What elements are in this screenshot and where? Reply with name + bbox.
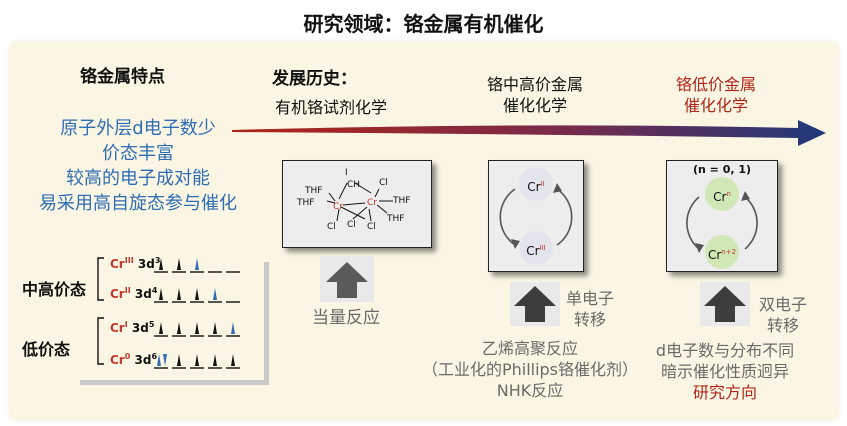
ligand-label: Cl: [347, 220, 356, 230]
stage1-caption: 当量反应: [312, 308, 380, 328]
stage3-box: (n = 0, 1) Crn Crn+2: [666, 160, 778, 272]
stage2-up-arrow: [510, 282, 560, 326]
feature-item: 易采用高自旋态参与催化: [39, 193, 237, 214]
metal-label: Cr: [333, 202, 343, 212]
ligand-label: THF: [296, 198, 314, 208]
ligand-label: THF: [304, 186, 322, 196]
cycle-node-bottom: Crn+2: [705, 235, 739, 269]
research-direction: 研究方向: [692, 383, 757, 402]
orbital-diagram: [154, 258, 240, 369]
stage3-notes: d电子数与分布不同暗示催化性质迥异 研究方向: [640, 340, 810, 403]
feature-item: 原子外层d电子数少: [60, 118, 216, 139]
stage3-title: 铬低价金属催化化学: [675, 75, 756, 115]
feature-item: 价态丰富: [102, 143, 174, 164]
ligand-label: CH: [347, 180, 360, 190]
stage1-box: THF THF I CH Cr Cr Cl Cl Cl Cl THF THF: [282, 160, 432, 248]
ligand-label: Cl: [327, 222, 336, 232]
stage1-up-arrow: [320, 256, 374, 302]
config-row: CrII 3d4: [110, 286, 158, 301]
valence-label-high: 中高价态: [22, 280, 87, 299]
timeline-arrow: [232, 120, 826, 146]
stage3-up-arrow: [700, 282, 750, 326]
ligand-label: I: [345, 168, 348, 178]
stage3-arrow-label: 双电子转移: [758, 295, 807, 335]
stage1-title: 有机铬试剂化学: [275, 98, 388, 117]
valence-label-low: 低价态: [22, 340, 71, 359]
ligand-label: Cl: [379, 178, 388, 188]
config-row: CrIII 3d3: [110, 256, 161, 271]
stage2-box: CrII CrIII: [488, 160, 584, 272]
n-note: (n = 0, 1): [692, 163, 752, 176]
cycle-node-top: Crn: [705, 177, 739, 211]
stage2-title: 铬中高价金属催化化学: [486, 75, 583, 115]
feature-item: 较高的电子成对能: [66, 168, 210, 189]
config-box: [80, 262, 269, 385]
ligand-label: THF: [392, 196, 410, 206]
stage2-arrow-label: 单电子转移: [565, 289, 614, 329]
group-brackets: [97, 257, 104, 365]
left-header: 铬金属特点: [80, 67, 165, 87]
ligand-label: THF: [386, 214, 404, 224]
metal-label: Cr: [367, 198, 377, 208]
config-row: Cr0 3d6: [110, 352, 158, 367]
cycle-node-top: CrII: [519, 167, 553, 201]
config-row: CrI 3d5: [110, 320, 155, 335]
chromium-complex-structure: THF THF I CH Cr Cr Cl Cl Cl Cl THF THF: [296, 168, 410, 232]
feature-list: 原子外层d电子数少 价态丰富 较高的电子成对能 易采用高自旋态参与催化: [18, 116, 258, 216]
cycle-node-bottom: CrIII: [519, 231, 553, 265]
page-title: 研究领域：铬金属有机催化: [303, 12, 544, 36]
ligand-label: Cl: [367, 222, 376, 232]
stage2-notes: 乙烯高聚反应（工业化的Phillips铬催化剂）NHK反应: [421, 339, 639, 400]
history-header: 发展历史：: [272, 69, 357, 89]
